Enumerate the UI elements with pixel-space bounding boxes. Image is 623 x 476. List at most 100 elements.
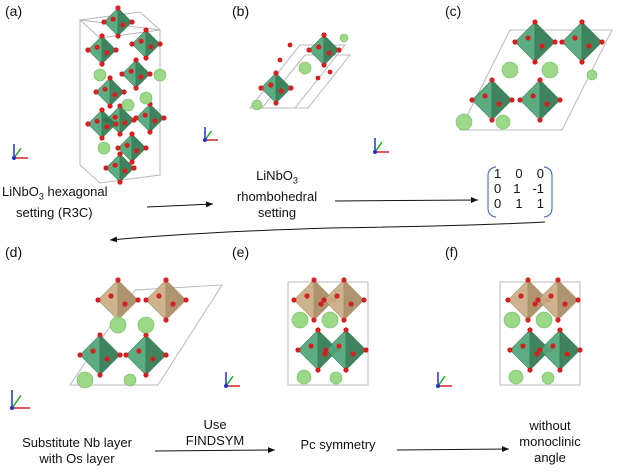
oxygen-atom xyxy=(489,77,495,83)
oxygen-atom xyxy=(322,351,328,357)
octahedron-face xyxy=(297,329,319,371)
octahedron-face xyxy=(539,329,561,371)
oxygen-atom xyxy=(104,356,110,362)
oxygen-atom xyxy=(97,332,103,338)
oxygen-atom xyxy=(557,367,563,373)
oxygen-atom xyxy=(341,317,347,323)
lithium-atom xyxy=(76,371,94,389)
matrix-cell: 1 xyxy=(494,166,502,181)
oxygen-atom xyxy=(316,44,322,50)
octahedron-face xyxy=(323,34,340,66)
oxygen-atom xyxy=(129,41,135,47)
octahedron-face xyxy=(119,105,135,135)
oxygen-atom xyxy=(363,347,369,353)
lithium-atom xyxy=(339,33,349,43)
oxygen-atom xyxy=(143,372,149,378)
oxygen-atom xyxy=(156,293,162,299)
oxygen-atom xyxy=(336,47,342,53)
panel-label-f: (f) xyxy=(445,244,459,260)
lithium-atom xyxy=(541,61,559,79)
axis-origin xyxy=(12,156,16,160)
oxygen-atom xyxy=(99,33,105,39)
oxygen-atom xyxy=(150,356,156,362)
oxygen-atom xyxy=(548,293,554,299)
oxygen-atom xyxy=(133,85,139,91)
oxygen-atom xyxy=(530,93,536,99)
octahedron-face xyxy=(135,59,151,89)
oxygen-atom xyxy=(99,61,105,67)
oxygen-atom xyxy=(518,293,524,299)
unit-cell-edge xyxy=(287,281,369,386)
crystal-structures xyxy=(69,5,613,389)
matrix-cell: 0 xyxy=(494,181,502,196)
lithium-atom xyxy=(541,371,555,385)
oxygen-atom xyxy=(115,277,121,283)
arrow-a-to-b xyxy=(146,201,214,208)
oxygen-atom xyxy=(321,297,327,303)
oxygen-atom xyxy=(268,82,274,88)
oxygen-atom xyxy=(129,19,135,25)
oxygen-atom xyxy=(327,69,333,75)
oxygen-atom xyxy=(532,59,538,65)
oxygen-atom xyxy=(557,97,563,103)
axis-origin xyxy=(436,384,440,388)
oxygen-atom xyxy=(119,71,125,77)
octahedron-face xyxy=(145,279,167,321)
octahedron-face xyxy=(557,279,579,321)
oxygen-atom xyxy=(129,131,135,137)
oxygen-atom xyxy=(315,367,321,373)
arrow-b-to-c xyxy=(334,197,479,204)
axis-triad xyxy=(436,372,452,388)
octahedron-face xyxy=(99,334,121,376)
oxygen-atom xyxy=(85,47,91,53)
oxygen-atom xyxy=(117,179,123,185)
oxygen-atom xyxy=(311,317,317,323)
oxygen-atom xyxy=(334,293,340,299)
oxygen-atom xyxy=(90,348,96,354)
octahedron-face xyxy=(491,79,513,121)
oxygen-atom xyxy=(326,50,332,56)
caption-arrow-d-e: Use FINDSYM xyxy=(185,417,245,448)
panel-label-a: (a) xyxy=(5,3,23,19)
axis-triad xyxy=(224,372,240,388)
oxygen-atom xyxy=(108,293,114,299)
axis-triad xyxy=(12,144,28,160)
oxygen-atom xyxy=(539,43,545,49)
oxygen-atom xyxy=(469,97,475,103)
axis-b-line xyxy=(225,375,234,387)
oxygen-atom xyxy=(161,115,167,121)
oxygen-atom xyxy=(157,41,163,47)
oxygen-atom xyxy=(278,88,284,94)
oxygen-atom xyxy=(277,57,283,63)
oxygen-atom xyxy=(525,317,531,323)
oxygen-atom xyxy=(94,118,100,124)
octahedron-face xyxy=(97,279,119,321)
oxygen-atom xyxy=(532,19,538,25)
octahedron-face xyxy=(125,334,147,376)
oxygen-atom xyxy=(123,352,129,358)
panel-label-d: (d) xyxy=(5,244,23,260)
oxygen-atom xyxy=(147,129,153,135)
lithium-atom xyxy=(153,68,167,82)
oxygen-atom xyxy=(273,100,279,106)
matrix-cell: 0 xyxy=(494,196,502,211)
oxygen-atom xyxy=(152,118,158,124)
oxygen-atom xyxy=(117,103,123,109)
axis-b-line xyxy=(11,394,22,409)
oxygen-atom xyxy=(288,85,294,91)
oxygen-atom xyxy=(115,33,121,39)
oxygen-atom xyxy=(517,97,523,103)
octahedron-face xyxy=(145,334,167,376)
oxygen-atom xyxy=(304,293,310,299)
octahedron-face xyxy=(325,329,347,371)
oxygen-atom xyxy=(295,347,301,353)
oxygen-atom xyxy=(579,19,585,25)
matrix-row: 0 1 1 xyxy=(488,196,550,211)
oxygen-atom xyxy=(532,301,538,307)
lithium-atom xyxy=(495,114,511,130)
oxygen-atom xyxy=(321,62,327,68)
lithium-atom xyxy=(97,141,111,155)
axis-b-line xyxy=(374,141,383,153)
arrow-d-to-e xyxy=(154,447,276,454)
oxygen-atom xyxy=(527,327,533,333)
